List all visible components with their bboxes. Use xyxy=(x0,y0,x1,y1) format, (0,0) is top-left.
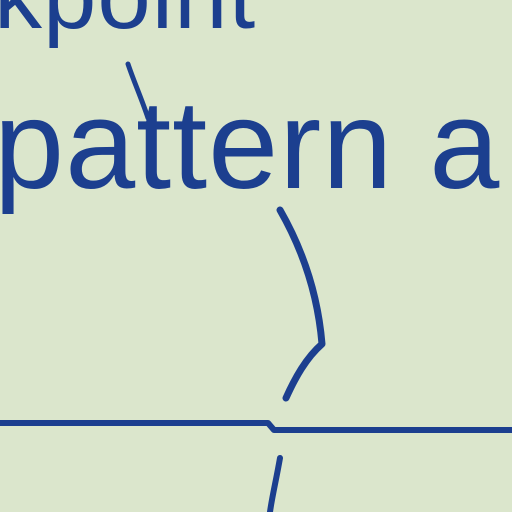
lower-connector xyxy=(267,455,283,512)
diagram-label-middle: pattern a xyxy=(0,74,501,215)
horizontal-connector xyxy=(0,420,512,433)
diagram-label-top: kpoint xyxy=(0,0,256,44)
curved-connector-top xyxy=(125,61,151,121)
curved-connector-main xyxy=(276,206,326,402)
